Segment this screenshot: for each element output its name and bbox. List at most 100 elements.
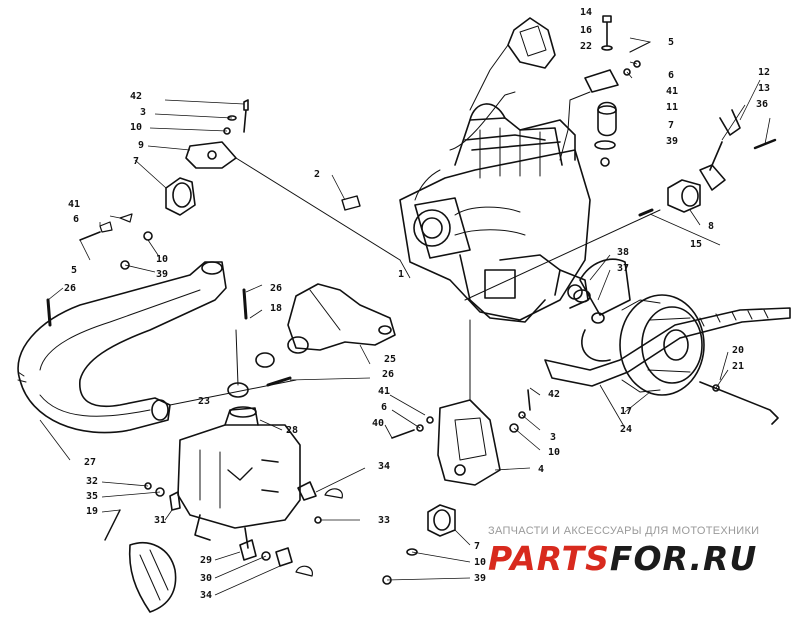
callout-32: 32 (86, 476, 99, 487)
callout-26a: 26 (64, 283, 77, 294)
watermark-logo: PARTSFOR.RU (488, 539, 800, 578)
callout-2: 2 (314, 169, 321, 180)
part-9-bracket-left (185, 141, 237, 169)
part-29-grommet (239, 539, 257, 561)
part-14-bolt (602, 15, 612, 47)
part-10-washer-left-lower (143, 231, 153, 241)
callout-34a: 34 (378, 461, 391, 472)
callout-leaders (39, 37, 771, 596)
callout-1: 1 (398, 269, 405, 280)
callout-10a: 10 (130, 122, 143, 133)
part-34-clip-a (324, 488, 343, 499)
part-34-grommet-b (275, 547, 293, 567)
part-11-mount-plate (559, 69, 619, 161)
part-34-clip-b (295, 565, 313, 577)
part-18-gasket (255, 352, 275, 368)
part-26-spring-low (266, 376, 292, 387)
callout-10c: 10 (548, 447, 561, 458)
callout-30: 30 (200, 573, 213, 584)
part-26-spring-mid (242, 288, 248, 320)
watermark-logo-part2: FOR.RU (609, 539, 758, 578)
part-10-washer-right (509, 423, 519, 433)
callout-20: 20 (732, 345, 745, 356)
part-42-bolt-right (527, 389, 531, 411)
callout-18: 18 (270, 303, 283, 314)
callout-7b: 7 (133, 156, 140, 167)
callout-15: 15 (690, 239, 703, 250)
part-41-washer-left (119, 213, 133, 223)
part-3-washer-right (518, 411, 526, 419)
callout-13: 13 (758, 83, 771, 94)
watermark: ЗАПЧАСТИ И АКСЕССУАРЫ ДЛЯ МОТОТЕХНИКИ PA… (488, 525, 800, 578)
leader-line-2 (235, 329, 239, 386)
callout-5: 5 (668, 37, 675, 48)
part-31-bracket (169, 491, 181, 511)
part-39-nut-left (120, 260, 130, 270)
part-41-washer-upper (623, 68, 631, 76)
part-22-washer (601, 45, 613, 51)
part-5-bolt-left (79, 231, 101, 241)
callout-7: 7 (668, 120, 675, 131)
callout-34b: 34 (200, 590, 213, 601)
callout-38: 38 (617, 247, 630, 258)
callout-39b: 39 (156, 269, 169, 280)
callout-41: 41 (666, 86, 679, 97)
part-20-washer (712, 384, 720, 392)
watermark-tagline: ЗАПЧАСТИ И АКСЕССУАРЫ ДЛЯ МОТОТЕХНИКИ (488, 525, 760, 537)
callout-26b: 26 (270, 283, 283, 294)
callout-3b: 3 (550, 432, 557, 443)
callout-4: 4 (538, 464, 545, 475)
callout-21: 21 (732, 361, 745, 372)
part-4-engine-mount (437, 399, 501, 486)
callout-11: 11 (666, 102, 679, 113)
part-6-nut-upper (633, 60, 641, 68)
part-37-38-clutch-fan (573, 258, 631, 362)
part-15-spring (638, 208, 654, 217)
part-25-exhaust-manifold (287, 283, 396, 354)
part-16-upper-bracket (469, 17, 556, 111)
callout-5b: 5 (71, 265, 78, 276)
callout-10d: 10 (474, 557, 487, 568)
callout-39c: 39 (474, 573, 487, 584)
callout-36: 36 (756, 99, 769, 110)
callout-33: 33 (378, 515, 391, 526)
callout-22: 22 (580, 41, 593, 52)
callout-42b: 42 (548, 389, 561, 400)
part-20-21-bolt (699, 381, 779, 425)
callout-39: 39 (666, 136, 679, 147)
part-41-washer-mid (426, 416, 434, 424)
callout-31: 31 (154, 515, 167, 526)
engine-assembly (399, 91, 591, 323)
part-34-grommet-a (297, 481, 317, 501)
callout-3a: 3 (140, 107, 147, 118)
callout-24: 24 (620, 424, 633, 435)
callout-17: 17 (620, 406, 633, 417)
callout-23: 23 (198, 396, 211, 407)
part-28-muffler (177, 406, 301, 549)
part-40-bolt (391, 429, 415, 439)
part-42-bolt-left (243, 99, 249, 133)
part-8-bushing (667, 179, 701, 213)
part-24-drive-belt (544, 307, 791, 387)
part-7-rubber-mount-upper (594, 101, 617, 167)
callout-35: 35 (86, 491, 99, 502)
shaft-line (464, 209, 661, 301)
leader-line (235, 157, 401, 261)
callout-28: 28 (286, 425, 299, 436)
callout-10b: 10 (156, 254, 169, 265)
callout-41c: 41 (378, 386, 391, 397)
callout-6: 6 (668, 70, 675, 81)
part-5-bolt-upper (629, 41, 651, 53)
callout-19: 19 (86, 506, 99, 517)
callout-25: 25 (384, 354, 397, 365)
watermark-logo-part1: PARTS (488, 539, 610, 578)
callout-6b: 6 (73, 214, 80, 225)
callout-29: 29 (200, 555, 213, 566)
callout-26c: 26 (382, 369, 395, 380)
part-6-nut-mid (416, 424, 424, 432)
part-2-gasket (341, 195, 361, 211)
part-30-washer (261, 551, 271, 561)
callout-37: 37 (617, 263, 630, 274)
callout-16: 16 (580, 25, 593, 36)
part-17-drive-clutch (619, 294, 705, 396)
